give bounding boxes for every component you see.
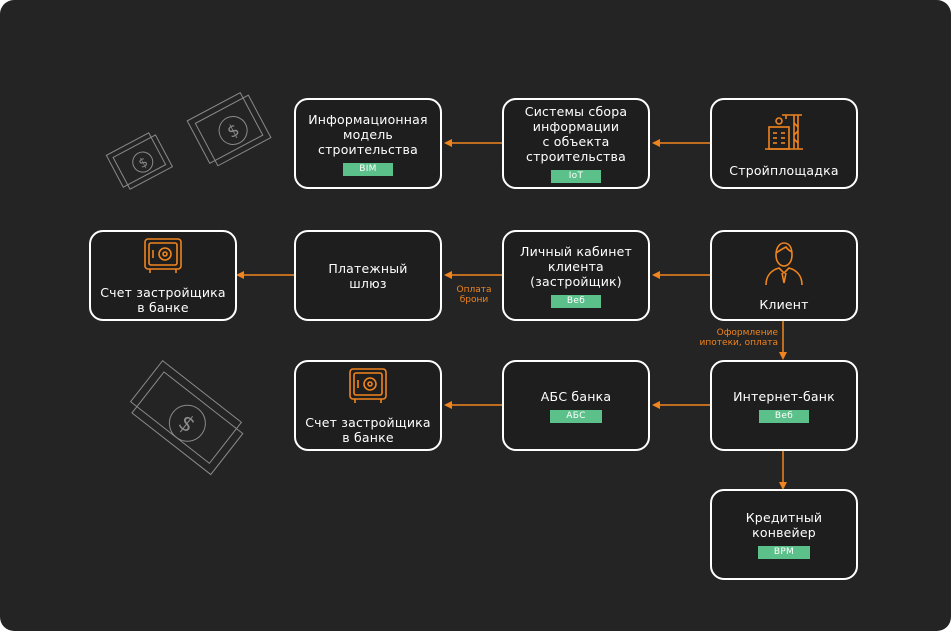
tech-badge: АБС: [550, 409, 602, 423]
node-gateway[interactable]: Платежный шлюз: [294, 230, 442, 321]
node-title: Системы сбора информации с объекта строи…: [524, 104, 628, 164]
tech-badge: Веб: [758, 409, 810, 423]
node-account-2[interactable]: Счет застройщика в банке: [294, 360, 442, 451]
node-account-1[interactable]: Счет застройщика в банке: [89, 230, 237, 321]
node-site[interactable]: Стройплощадка: [710, 98, 858, 189]
edge-label-booking: Оплата брони: [456, 285, 492, 305]
tech-badge: BIM: [343, 162, 393, 176]
node-title: Личный кабинет клиента (застройщик): [519, 243, 633, 289]
tech-badge: Веб: [550, 294, 602, 308]
node-title: Счет застройщика в банке: [100, 284, 226, 315]
node-client[interactable]: Клиент: [710, 230, 858, 321]
node-title: Клиент: [759, 297, 809, 312]
safe-icon: [348, 367, 388, 409]
node-title: Стройплощадка: [729, 163, 839, 178]
person-icon: [762, 239, 806, 291]
node-bim[interactable]: Информационная модель строительства BIM: [294, 98, 442, 189]
node-title: АБС банка: [540, 388, 612, 404]
edge-label-mortgage: Оформление ипотеки, оплата: [699, 328, 778, 348]
node-iot[interactable]: Системы сбора информации с объекта строи…: [502, 98, 650, 189]
node-title: Счет застройщика в банке: [305, 414, 431, 445]
node-title: Информационная модель строительства: [308, 111, 428, 157]
node-cabinet[interactable]: Личный кабинет клиента (застройщик) Веб: [502, 230, 650, 321]
safe-icon: [143, 237, 183, 279]
construction-site-icon: [762, 109, 806, 157]
node-abs[interactable]: АБС банка АБС: [502, 360, 650, 451]
node-credit-conveyor[interactable]: Кредитный конвейер BPM: [710, 489, 858, 580]
node-title: Кредитный конвейер: [745, 510, 823, 540]
tech-badge: IoT: [551, 170, 601, 183]
tech-badge: BPM: [757, 546, 811, 559]
node-internet-bank[interactable]: Интернет-банк Веб: [710, 360, 858, 451]
node-title: Платежный шлюз: [328, 260, 408, 291]
node-title: Интернет-банк: [733, 388, 835, 404]
